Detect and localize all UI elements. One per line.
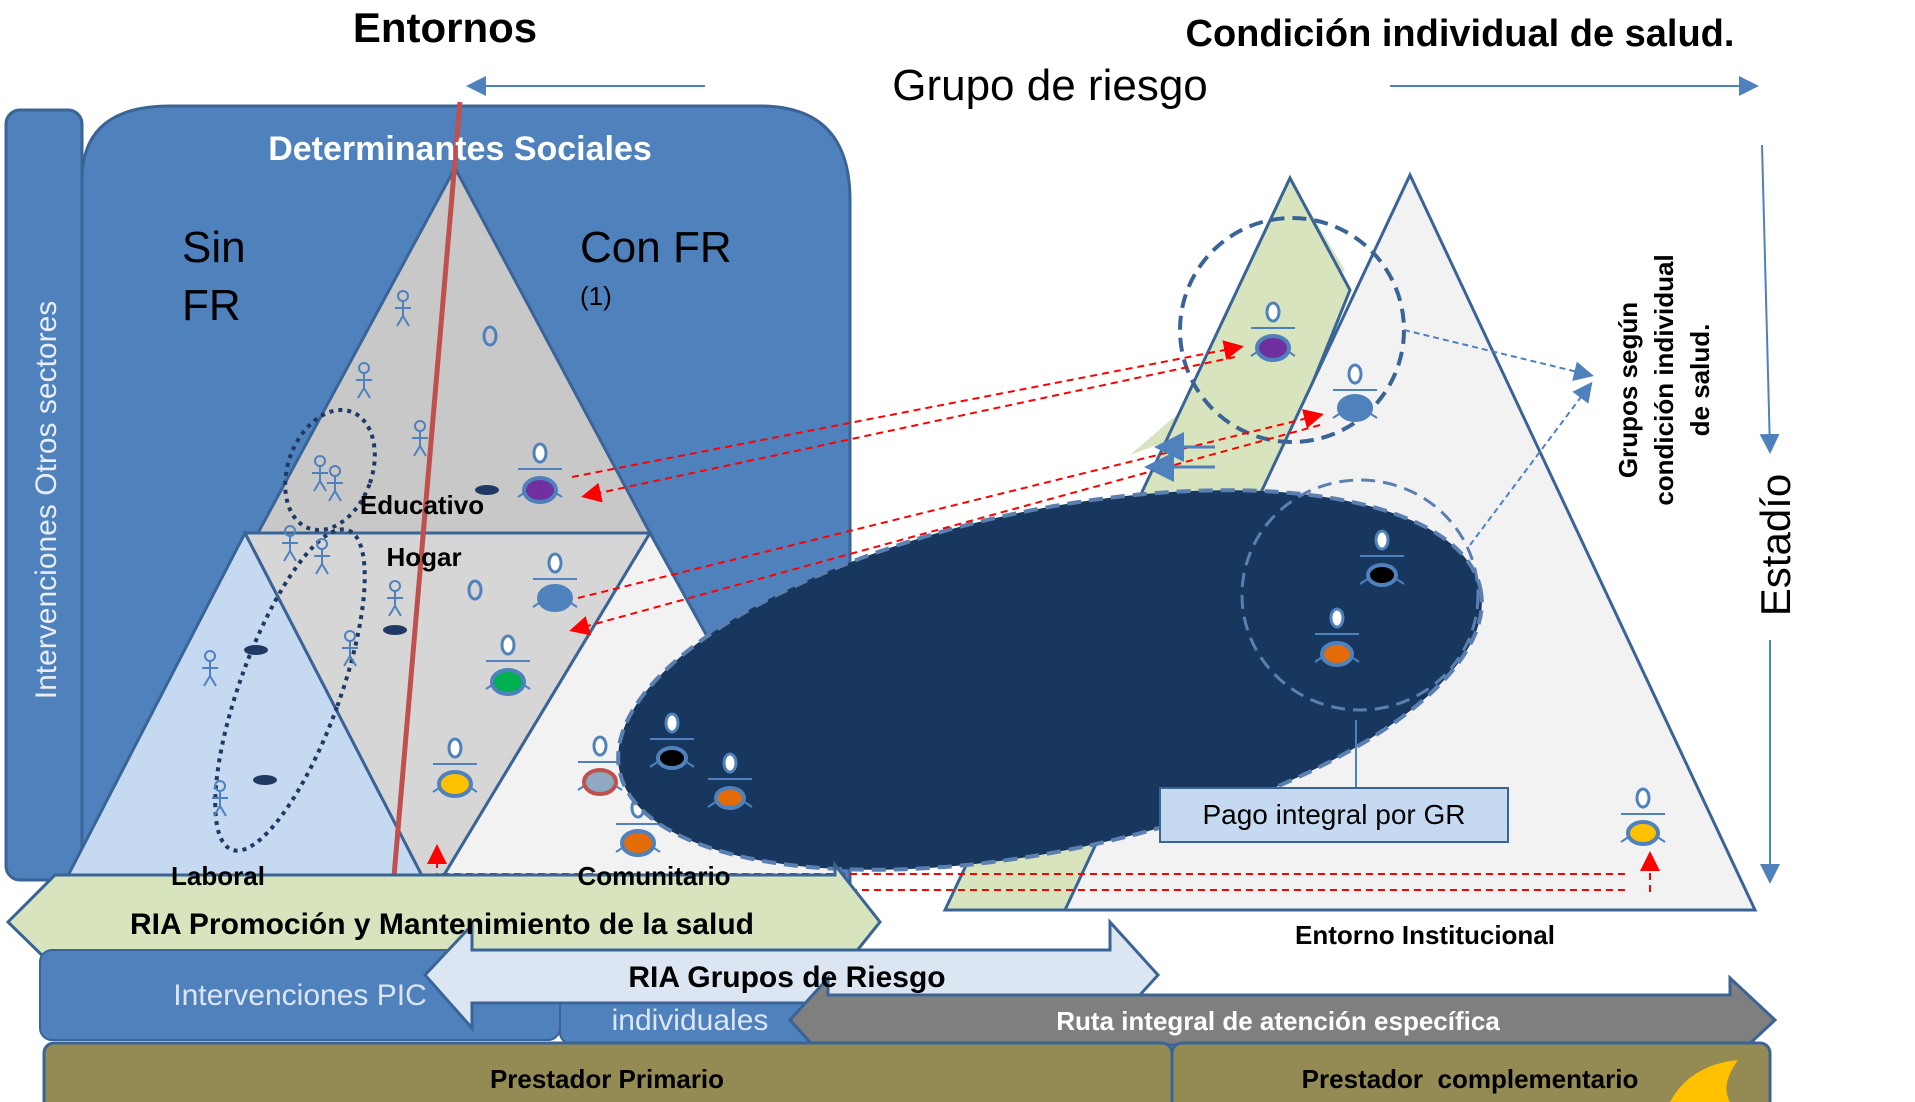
hogar-label: Hogar (386, 542, 461, 572)
determinantes-label: Determinantes Sociales (268, 130, 652, 168)
grupo-riesgo-label: Grupo de riesgo (892, 61, 1208, 110)
orange-figure-icon-right (1313, 607, 1361, 667)
red-divider-line (389, 101, 463, 901)
otros-sectores-label: Intervenciones Otros sectores (30, 301, 63, 700)
intervenciones-pic-label: Intervenciones PIC (173, 979, 426, 1012)
ria-grupos-label: RIA Grupos de Riesgo (628, 961, 945, 994)
entorno-institucional-label: Entorno Institucional (1295, 920, 1555, 950)
orange-figure-icon-center (706, 752, 754, 810)
entornos-title: Entornos (353, 4, 537, 51)
purple-figure-icon (516, 442, 564, 504)
sin-fr-label-2: FR (182, 281, 241, 330)
prestador-primario-label: Prestador Primario (490, 1064, 724, 1094)
ria-promocion-label: RIA Promoción y Mantenimiento de la salu… (130, 908, 754, 941)
pago-integral-label: Pago integral por GR (1202, 799, 1465, 830)
yellow-figure-icon (431, 737, 479, 798)
prestador-complementario-label: Prestador complementario (1302, 1064, 1639, 1094)
dotted-group-2 (213, 527, 367, 853)
prestador-complementario-box (1170, 1041, 1772, 1102)
mixed-figure-icon (576, 735, 624, 796)
individuales-label: individuales (612, 1004, 769, 1037)
estadio-label: Estadío (1752, 474, 1799, 616)
laboral-label: Laboral (171, 861, 265, 891)
orange-figure-icon-left (614, 797, 662, 857)
grupos-label-1: Grupos según (1613, 302, 1643, 478)
condicion-title: Condición individual de salud. (1186, 13, 1735, 55)
ruta-especifica-label: Ruta integral de atención específica (1056, 1006, 1500, 1036)
blue-figure-icon (531, 552, 579, 612)
blue-figure-icon-right (1331, 363, 1379, 422)
black-figure-icon-center (648, 712, 696, 770)
risk-figure-icons-left (244, 325, 499, 785)
con-fr-note: (1) (580, 281, 612, 311)
connector-mid (1469, 381, 1593, 546)
stage-arrow-upper (1759, 144, 1780, 454)
connector-top (1403, 329, 1594, 381)
grupos-label-2: condición individual (1649, 254, 1679, 505)
yellow-corner-shape (1670, 1060, 1738, 1102)
dotted-group-1 (283, 407, 377, 533)
yellow-figure-icon-right (1619, 787, 1667, 846)
comunitario-label: Comunitario (577, 861, 730, 891)
con-fr-label: Con FR (580, 223, 732, 272)
dashed-circle-mid (1240, 478, 1480, 712)
purple-figure-icon-right (1249, 301, 1297, 362)
sin-fr-label-1: Sin (182, 223, 246, 272)
grupos-label-3: de salud. (1685, 324, 1715, 437)
navy-risk-group-ellipse (616, 488, 1484, 872)
black-figure-icon-right (1358, 529, 1406, 587)
pago-integral-box (1159, 787, 1509, 843)
green-figure-icon (484, 634, 532, 696)
educativo-label: Educativo (360, 490, 484, 520)
